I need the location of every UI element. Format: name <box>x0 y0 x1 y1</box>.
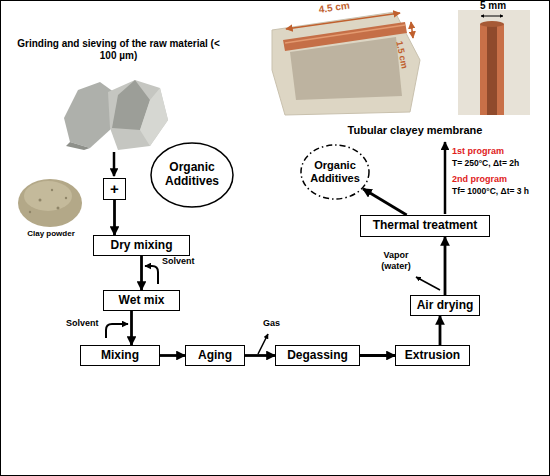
node-text: Dry mixing <box>110 239 172 253</box>
powder-pile <box>18 179 82 227</box>
process-box: Aging <box>185 345 245 366</box>
flow-arrow <box>245 354 275 357</box>
width-dimension <box>411 22 413 38</box>
photo-background <box>458 10 530 115</box>
node-text: Degassing <box>287 349 348 363</box>
flow-arrow <box>360 354 395 357</box>
node-text: Wet mix <box>119 294 165 308</box>
raw-clay-photo <box>64 80 168 150</box>
input-label: Solvent <box>162 256 195 267</box>
crucible-body <box>272 12 420 115</box>
process-box: Degassing <box>275 345 360 366</box>
process-box: Extrusion <box>395 345 470 366</box>
flow-arrow <box>130 311 133 345</box>
clay-rock <box>140 88 168 146</box>
step-heading: Grinding and sieving of the raw material… <box>16 38 221 62</box>
node-text: + <box>110 180 119 197</box>
powder-grain <box>39 199 42 202</box>
diameter-dimension <box>481 16 503 17</box>
crucible-photo <box>272 12 420 115</box>
product-label: Tubular clayey membrane <box>330 124 500 137</box>
process-box: Wet mix <box>103 290 180 311</box>
powder-grain <box>65 197 67 199</box>
solvent-inlet-arrow <box>106 324 128 338</box>
powder-grain <box>29 211 31 213</box>
process-box: Air drying <box>410 295 480 316</box>
program-heading: 1st program <box>452 146 504 157</box>
flow-arrow <box>113 152 116 176</box>
node-text: Thermal treatment <box>373 219 478 233</box>
program-setting: Tf= 1000°C, Δt= 3 h <box>452 186 529 196</box>
flow-arrow <box>140 256 143 290</box>
tube-photo <box>458 10 530 115</box>
flow-arrow <box>363 189 407 215</box>
program-heading: 2nd program <box>452 174 507 185</box>
flow-arrow <box>113 200 116 235</box>
powder-grain <box>57 207 60 210</box>
flow-arrow <box>439 316 442 345</box>
solvent-inlet-arrow <box>145 266 158 284</box>
ellipse-outline <box>301 145 369 199</box>
flow-arrow <box>444 142 447 214</box>
flow-arrow <box>160 354 185 357</box>
tube-bore <box>487 24 497 115</box>
node-text: Air drying <box>417 299 474 313</box>
powder-pile <box>24 181 72 211</box>
length-dimension <box>286 13 400 29</box>
node-text: Organic Additives <box>158 161 225 189</box>
clay-rock <box>66 142 90 150</box>
process-box: Thermal treatment <box>360 215 490 237</box>
node-text: Aging <box>198 349 232 363</box>
process-box: Dry mixing <box>93 235 190 256</box>
gas-outlet-arrow <box>258 334 268 354</box>
node-text: Organic Additives <box>307 159 363 184</box>
tube-end <box>480 21 504 27</box>
membrane-tube <box>480 24 504 115</box>
node-text: Extrusion <box>405 349 460 363</box>
ellipse-outline <box>151 143 233 207</box>
output-label: Vapor (water) <box>376 250 416 272</box>
flow-arrow <box>444 237 447 295</box>
dimension-label: 5 mm <box>480 0 506 12</box>
clay-powder-photo <box>18 179 82 227</box>
burnout-ellipse: Organic Additives <box>300 144 370 200</box>
dimension-label: 4.5 cm <box>318 0 351 16</box>
process-box: Mixing <box>80 345 160 366</box>
node-text: Mixing <box>101 349 139 363</box>
additive-ellipse: Organic Additives <box>150 142 234 208</box>
vapor-outlet-arrow <box>416 277 440 290</box>
program-setting: T= 250°C, Δt= 2h <box>452 158 519 168</box>
tube-highlight <box>285 25 405 43</box>
junction-box: + <box>103 178 126 200</box>
output-label: Gas <box>263 318 280 329</box>
clay-rock <box>108 80 168 150</box>
input-label: Solvent <box>66 318 99 329</box>
photo-caption: Clay powder <box>14 229 88 239</box>
powder-grain <box>51 189 53 191</box>
